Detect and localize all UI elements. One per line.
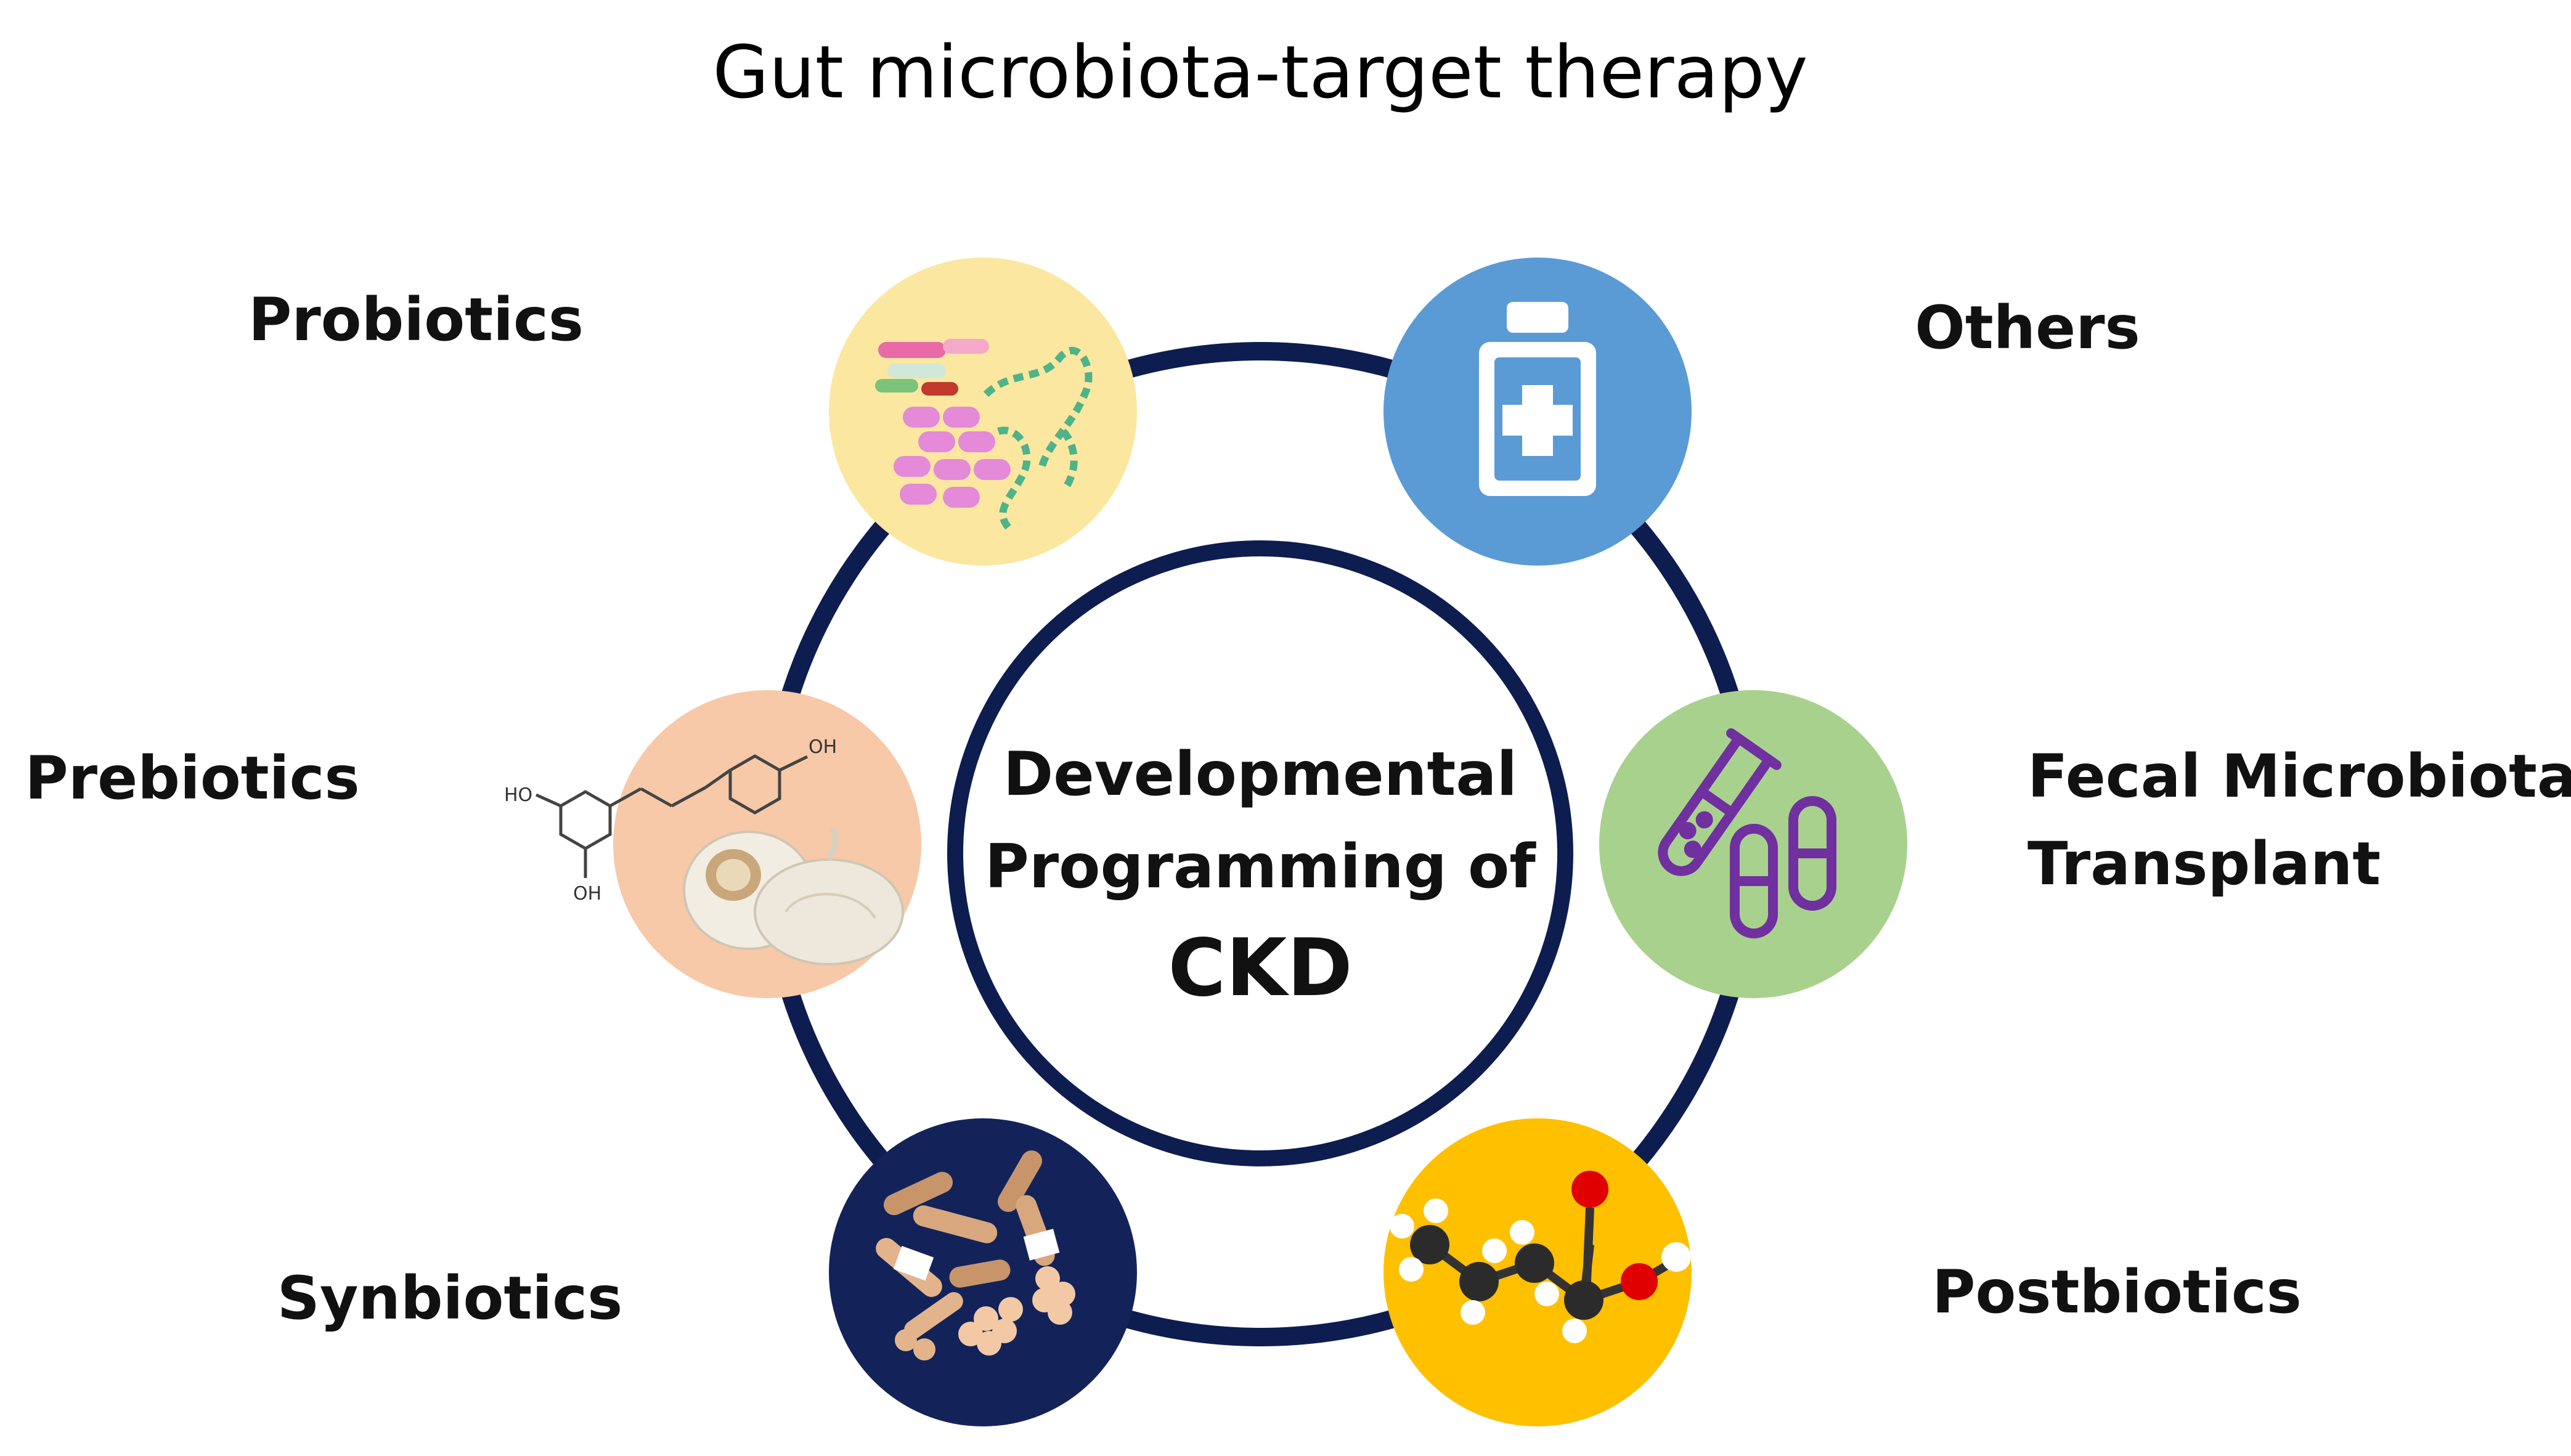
center-circle: [947, 540, 1573, 1166]
label-prebiotics: Prebiotics: [25, 744, 359, 813]
resveratrol-garlic-icon: OH HO OH: [504, 736, 904, 966]
fiber-microbe-icon: [876, 1150, 1075, 1360]
center-line-1: Developmental: [1003, 739, 1517, 810]
chem-oh-top: OH: [809, 736, 837, 758]
label-fecal-line-1: Fecal Microbiota: [2027, 742, 2571, 811]
synbiotics-node: [829, 1118, 1137, 1426]
probiotics-circle: [829, 258, 1137, 566]
prebiotics-node: OH HO OH: [504, 690, 921, 998]
fecal-circle: [1599, 690, 1907, 998]
label-others: Others: [1915, 293, 2140, 362]
medicine-bottle-icon: [1479, 302, 1596, 496]
center-line-3: CKD: [1168, 922, 1352, 1014]
label-postbiotics: Postbiotics: [1932, 1258, 2302, 1327]
center-line-2: Programming of: [985, 832, 1536, 902]
bacteria-icon: [875, 339, 1093, 533]
chem-ho-left: HO: [504, 784, 532, 806]
probiotics-node: [829, 258, 1137, 566]
label-probiotics: Probiotics: [248, 285, 584, 354]
label-fecal-line-2: Transplant: [2027, 829, 2381, 898]
center-node: Developmental Programming of CKD: [947, 540, 1573, 1166]
butyrate-molecule-icon: [1390, 1171, 1691, 1343]
chem-oh-bottom: OH: [573, 883, 601, 905]
postbiotics-node: [1383, 1118, 1692, 1426]
diagram-title: Gut microbiota-target therapy: [712, 30, 1807, 115]
label-synbiotics: Synbiotics: [277, 1264, 622, 1333]
others-node: [1383, 258, 1692, 566]
fecal-node: [1599, 690, 1907, 998]
test-tube-capsules-icon: [1658, 728, 1836, 938]
